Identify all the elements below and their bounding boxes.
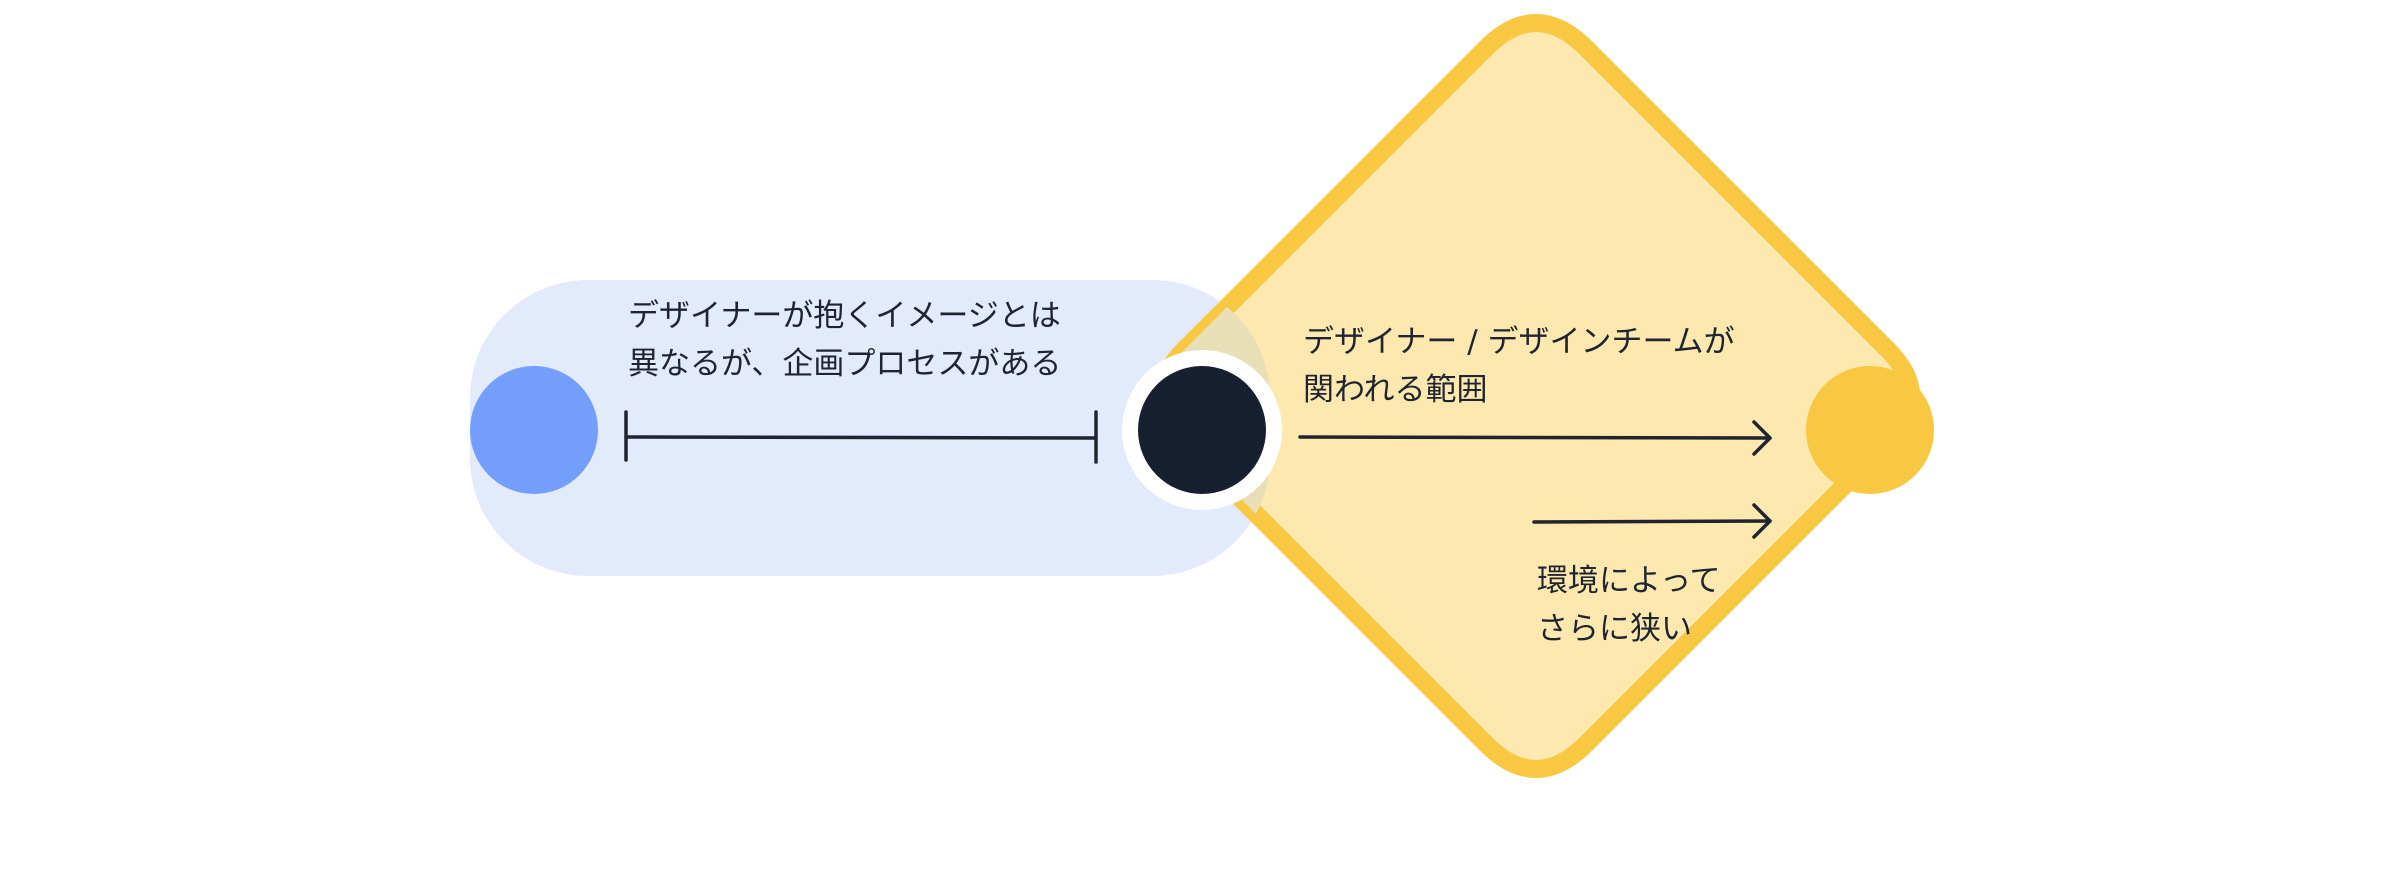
end-point-dot [1806,366,1934,494]
designer-entry-dot [1138,366,1266,494]
designer-scope-label: デザイナー / デザインチームが 関われる範囲 [1303,318,1735,414]
planning-range-bracket [624,410,1098,464]
narrower-scope-label-line1: 環境によって [1537,563,1721,599]
planning-process-region [470,280,1270,576]
planning-process-label-line1: デザイナーが抱くイメージとは [628,298,1061,334]
designer-range-arrow [1298,420,1772,456]
planning-process-label: デザイナーが抱くイメージとは 異なるが、企画プロセスがある [628,292,1061,388]
start-point-dot [470,366,598,494]
narrower-scope-label-line2: さらに狭い [1537,611,1692,647]
designer-scope-label-line1: デザイナー / デザインチームが [1303,324,1735,360]
planning-process-label-line2: 異なるが、企画プロセスがある [628,346,1062,382]
narrower-range-arrow [1532,503,1772,539]
designer-scope-label-line2: 関われる範囲 [1303,372,1488,408]
narrower-scope-label: 環境によって さらに狭い [1537,557,1721,653]
